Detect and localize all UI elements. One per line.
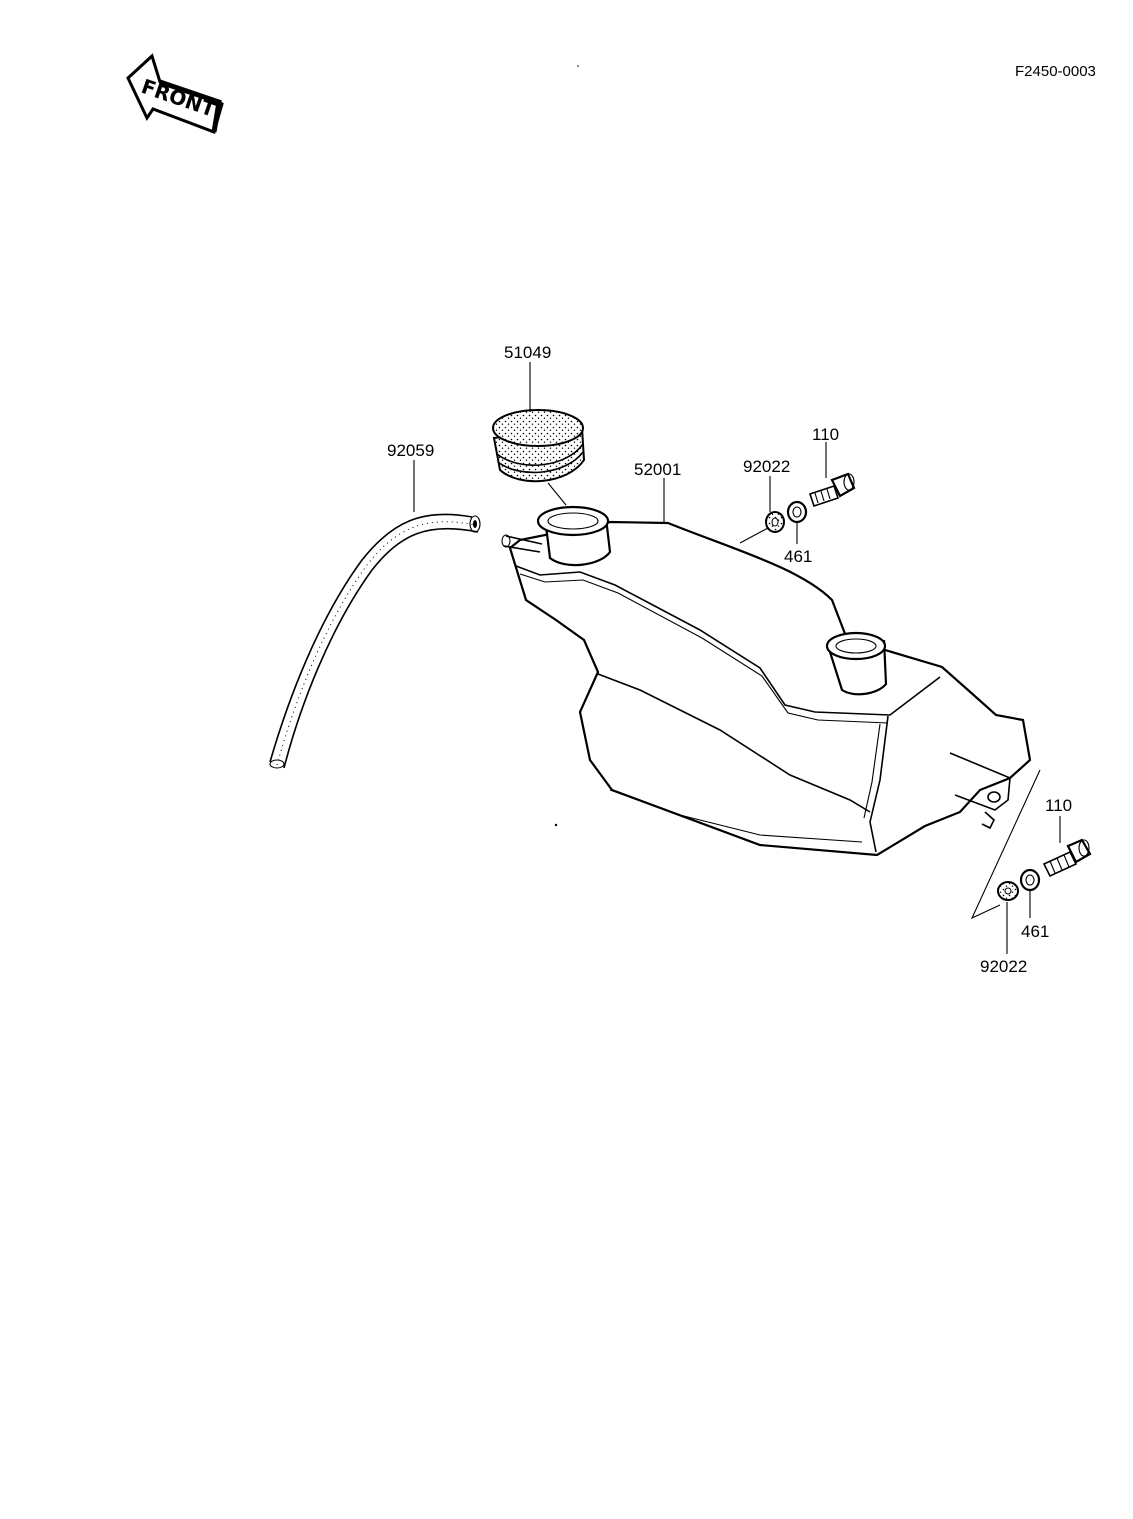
- hose-92059: [269, 513, 481, 769]
- label-461-top: 461: [784, 547, 812, 566]
- leader-lines: [413, 362, 1061, 954]
- washer-92022-bottom: [997, 881, 1019, 901]
- label-51049: 51049: [504, 343, 551, 362]
- scan-dot: [554, 823, 558, 827]
- cap-51049: [492, 409, 586, 483]
- label-92022-top: 92022: [743, 457, 790, 476]
- label-110-bottom: 110: [1045, 796, 1072, 815]
- front-arrow-icon: FRONT: [126, 53, 224, 134]
- scan-dot: [577, 65, 579, 67]
- washer-92022-top: [765, 511, 785, 533]
- label-92059: 92059: [387, 441, 434, 460]
- label-461-bottom: 461: [1021, 922, 1049, 941]
- collar-461-bottom: [1019, 868, 1041, 892]
- figure-id: F2450-0003: [1015, 63, 1096, 80]
- bolt-110-top: [808, 472, 856, 508]
- collar-461-top: [786, 500, 808, 524]
- label-92022-bottom: 92022: [980, 957, 1027, 976]
- label-110-top: 110: [812, 425, 839, 444]
- bolt-110-bottom: [1042, 838, 1092, 878]
- label-52001: 52001: [634, 460, 681, 479]
- reservoir-tank-52001: [501, 505, 1032, 857]
